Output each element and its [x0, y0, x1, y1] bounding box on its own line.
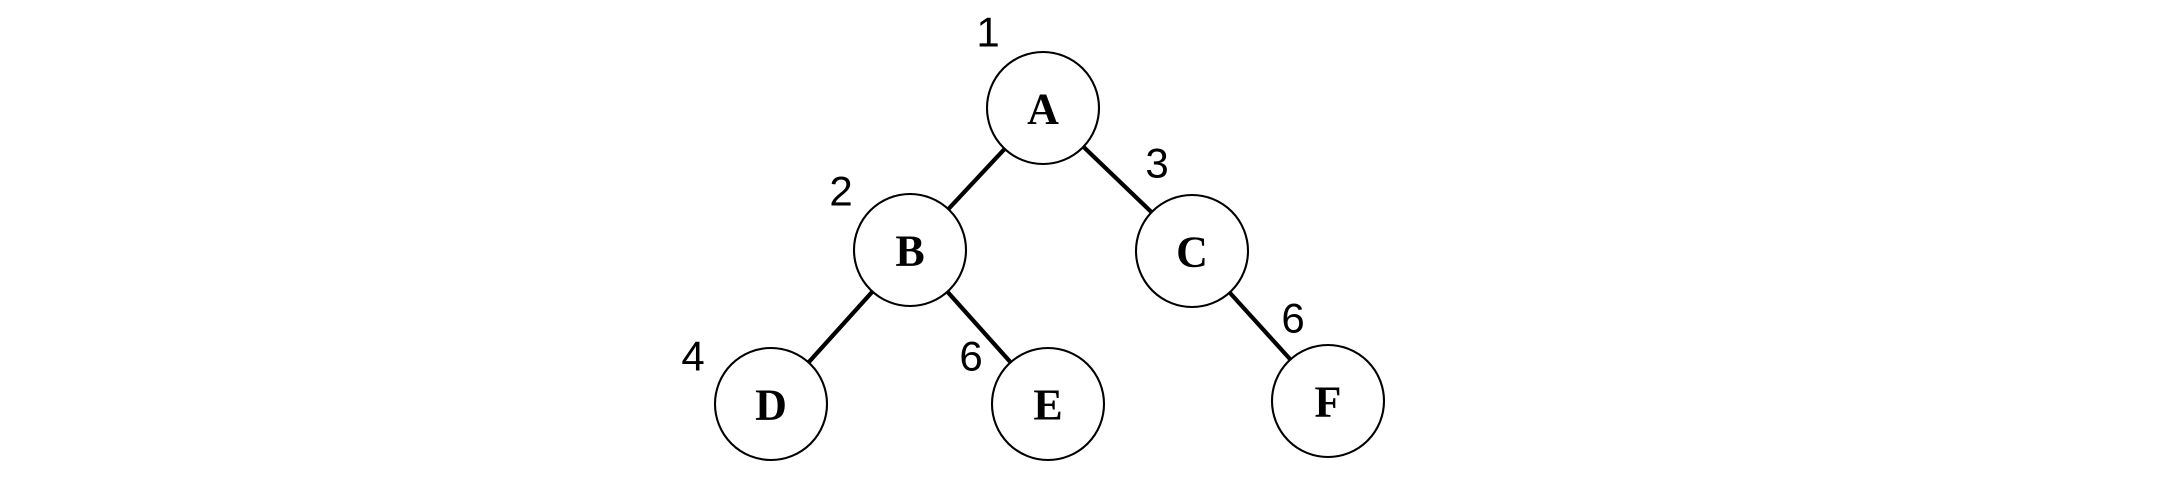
- tree-node-c[interactable]: C: [1134, 193, 1250, 309]
- node-circle-e[interactable]: [990, 346, 1106, 462]
- tree-edge-c-f: [1228, 291, 1292, 361]
- node-label-d: D: [755, 381, 787, 430]
- node-circle-b[interactable]: [852, 192, 968, 308]
- node-label-f: F: [1315, 378, 1342, 427]
- node-label-a: A: [1027, 85, 1059, 134]
- weight-label-f: 6: [1281, 295, 1304, 342]
- edges-group: [806, 145, 1292, 364]
- tree-edge-a-b: [946, 147, 1007, 211]
- tree-node-b[interactable]: B: [852, 192, 968, 308]
- weight-label-b: 2: [829, 168, 852, 215]
- node-circle-c[interactable]: [1134, 193, 1250, 309]
- tree-node-d[interactable]: D: [713, 346, 829, 462]
- node-circle-f[interactable]: [1270, 343, 1386, 459]
- node-label-e: E: [1033, 381, 1062, 430]
- node-label-c: C: [1176, 228, 1208, 277]
- weight-label-e: 6: [959, 333, 982, 380]
- weight-labels-group: 1 2 3 4 6 6: [681, 9, 1304, 380]
- node-label-b: B: [895, 227, 924, 276]
- tree-edge-a-c: [1081, 145, 1154, 214]
- node-circle-a[interactable]: [985, 50, 1101, 166]
- tree-edge-b-d: [806, 290, 875, 364]
- weight-label-d: 4: [681, 333, 704, 380]
- weight-label-c: 3: [1145, 140, 1168, 187]
- tree-node-e[interactable]: E: [990, 346, 1106, 462]
- tree-node-f[interactable]: F: [1270, 343, 1386, 459]
- tree-node-a[interactable]: A: [985, 50, 1101, 166]
- nodes-group: A B C D E F: [713, 50, 1386, 462]
- node-circle-d[interactable]: [713, 346, 829, 462]
- tree-edge-b-e: [945, 290, 1013, 364]
- weight-label-a: 1: [976, 9, 999, 56]
